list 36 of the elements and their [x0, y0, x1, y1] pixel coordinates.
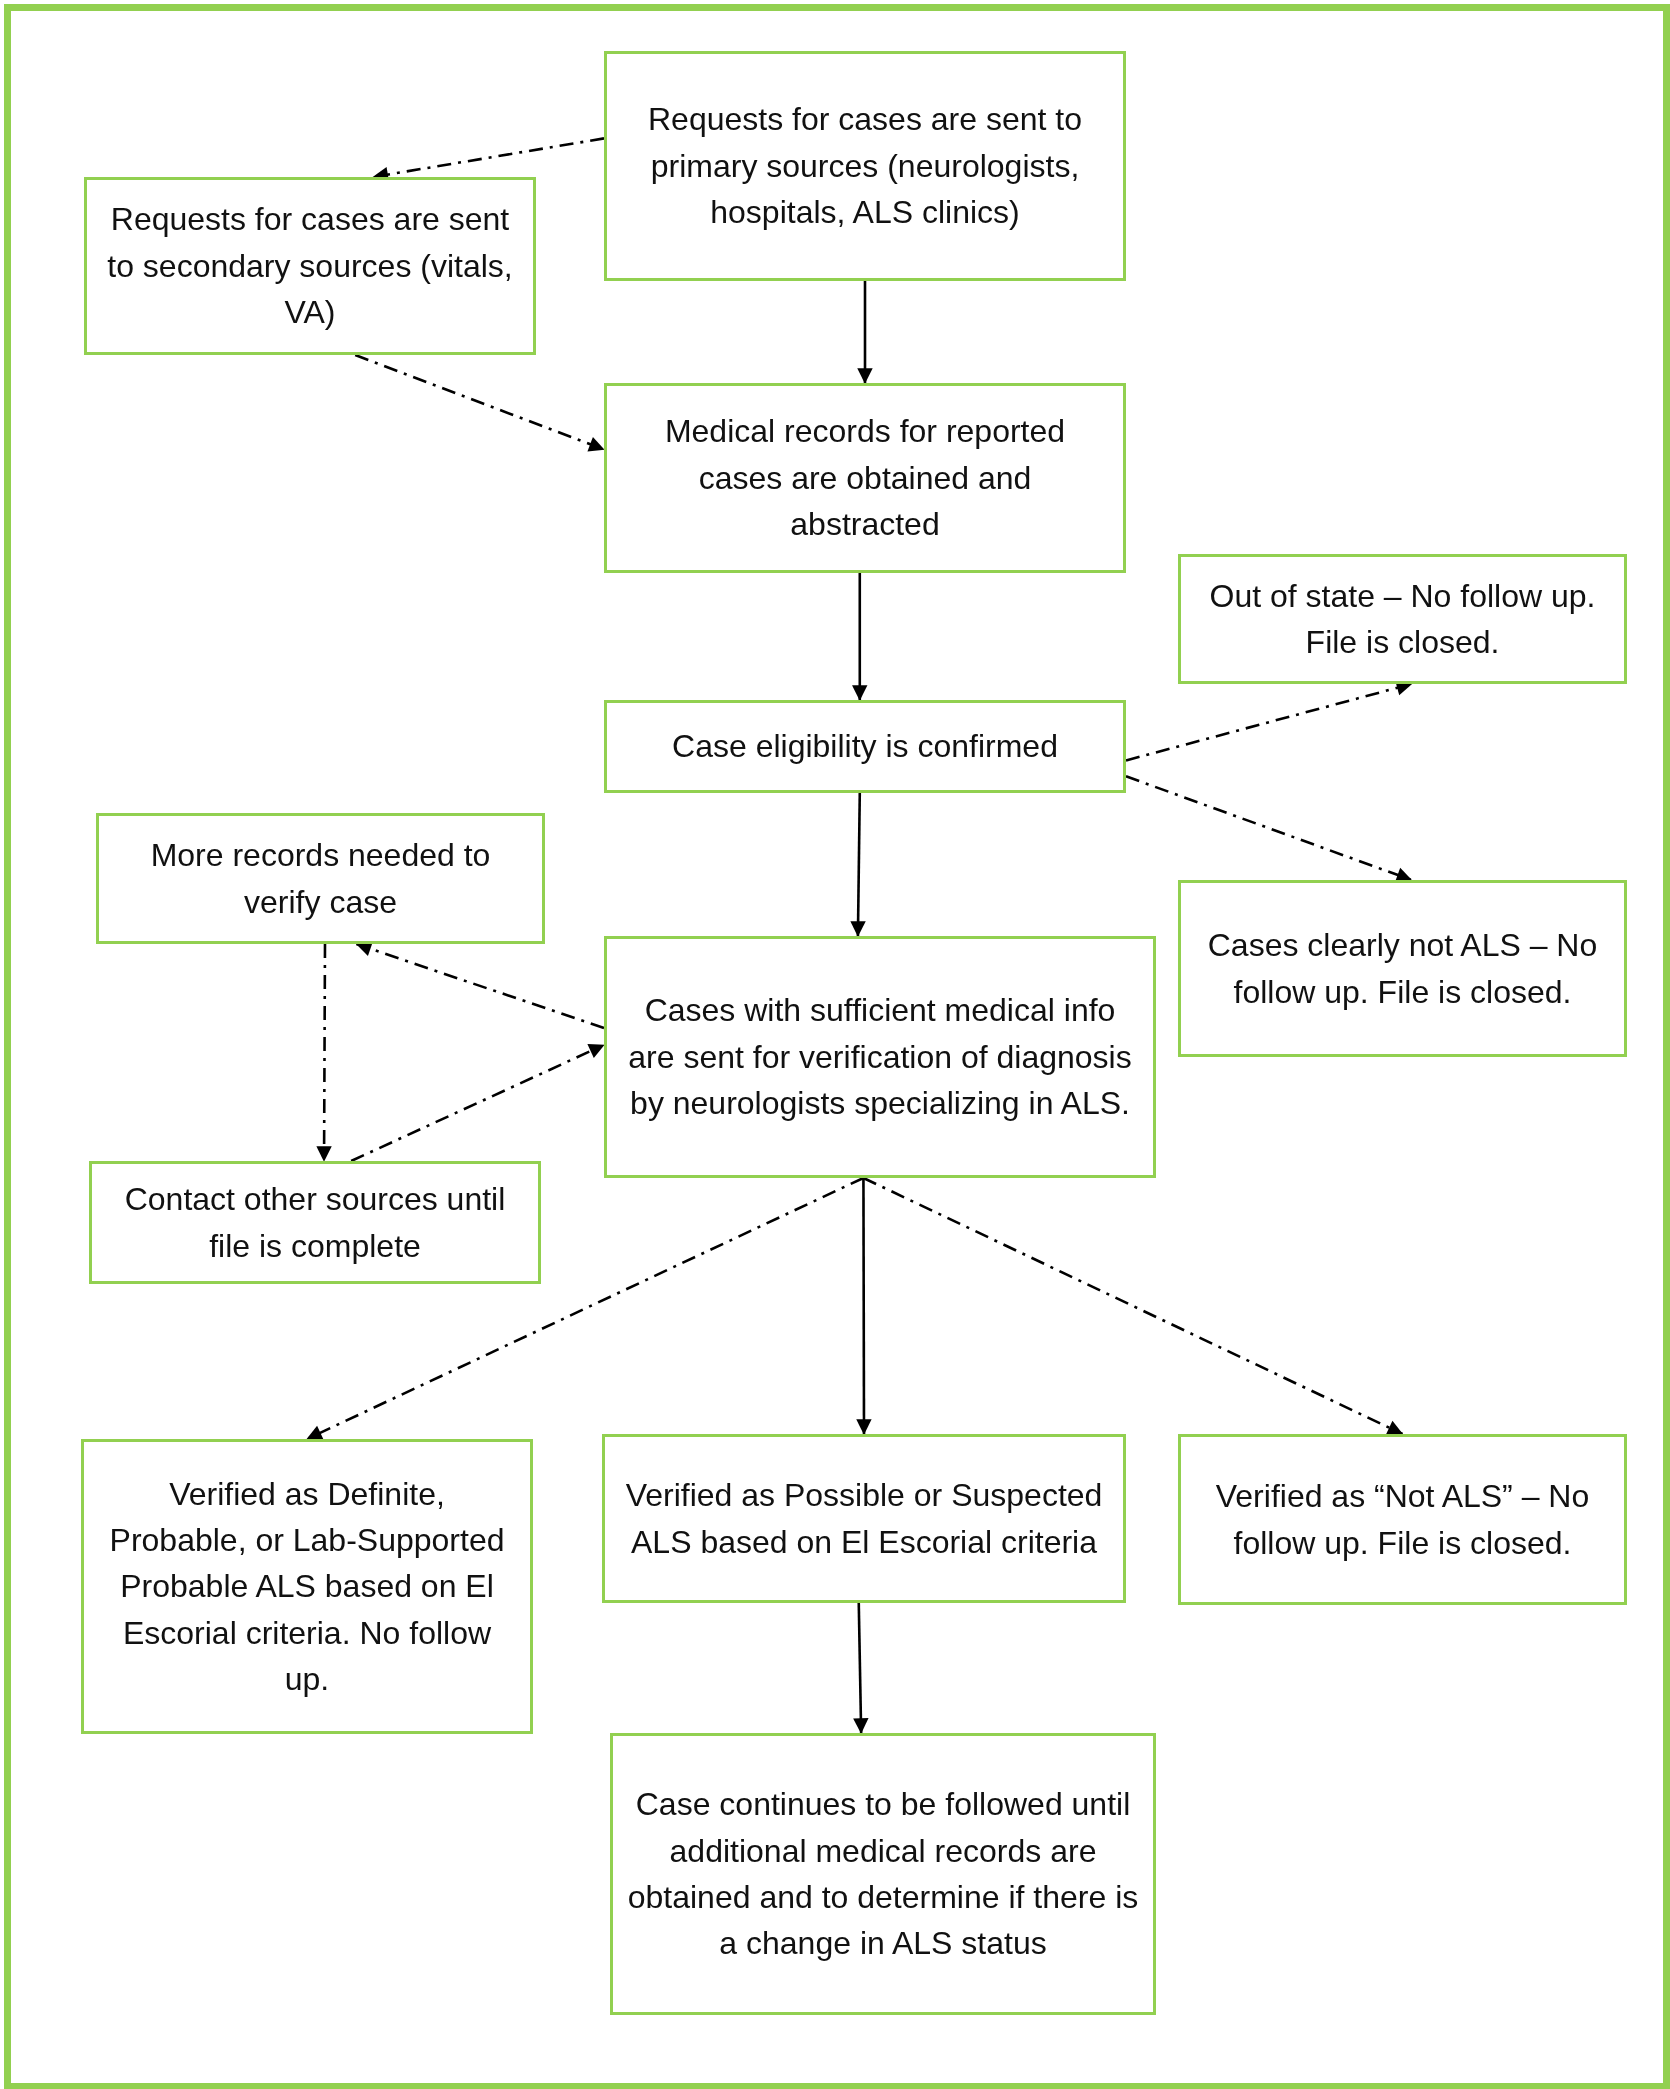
dash-dot-arrow	[350, 1043, 605, 1163]
box-text: Requests for cases are sent to secondary sources (vitals, VA)	[106, 200, 514, 333]
process-box	[1178, 554, 1627, 684]
arrow	[853, 1602, 869, 1734]
process-box	[81, 1439, 533, 1734]
process-box	[96, 813, 545, 944]
box-text: Verified as “Not ALS” – No follow up. File is closed.	[1214, 1477, 1591, 1563]
process-box	[1178, 1434, 1627, 1605]
box-text: Contact other sources until file is complete	[123, 1180, 507, 1266]
dash-dot-arrow	[354, 353, 605, 452]
box-text: Out of state – No follow up. File is closed.	[1208, 576, 1597, 662]
dash-dot-arrow	[316, 944, 332, 1162]
process-box	[604, 383, 1126, 573]
process-box	[604, 936, 1156, 1178]
process-box	[84, 177, 536, 355]
box-text: Verified as Definite, Probable, or Lab-Supported Probable ALS based on El Escorial criteria. No follow up.	[108, 1474, 506, 1700]
box-text: Verified as Possible or Suspected ALS based on El Escorial criteria	[624, 1476, 1104, 1562]
box-text: More records needed to verify case	[149, 836, 492, 922]
arrow	[856, 1178, 872, 1435]
box-text: Case continues to be followed until additional medical records are obtained and to determine if there is a change in ALS status	[627, 1785, 1139, 1964]
arrow	[852, 573, 868, 701]
process-box	[89, 1161, 541, 1284]
box-text: Case eligibility is confirmed	[672, 727, 1058, 767]
arrow	[850, 793, 866, 937]
process-box	[604, 51, 1126, 281]
arrow	[857, 281, 873, 384]
dash-dot-arrow	[306, 1176, 864, 1441]
process-box	[602, 1434, 1126, 1603]
dash-dot-arrow	[862, 1176, 1404, 1436]
box-text: Requests for cases are sent to primary sources (neurologists, hospitals, ALS clinics)	[647, 100, 1083, 233]
process-box	[1178, 880, 1627, 1057]
box-text: Cases with sufficient medical info are sent for verification of diagnosis by neurologists specializing in ALS.	[627, 991, 1133, 1124]
process-box	[604, 700, 1126, 793]
process-box	[610, 1733, 1156, 2015]
box-text: Cases clearly not ALS – No follow up. File is closed.	[1206, 926, 1599, 1012]
box-text: Medical records for reported cases are obtained and abstracted	[663, 412, 1067, 545]
